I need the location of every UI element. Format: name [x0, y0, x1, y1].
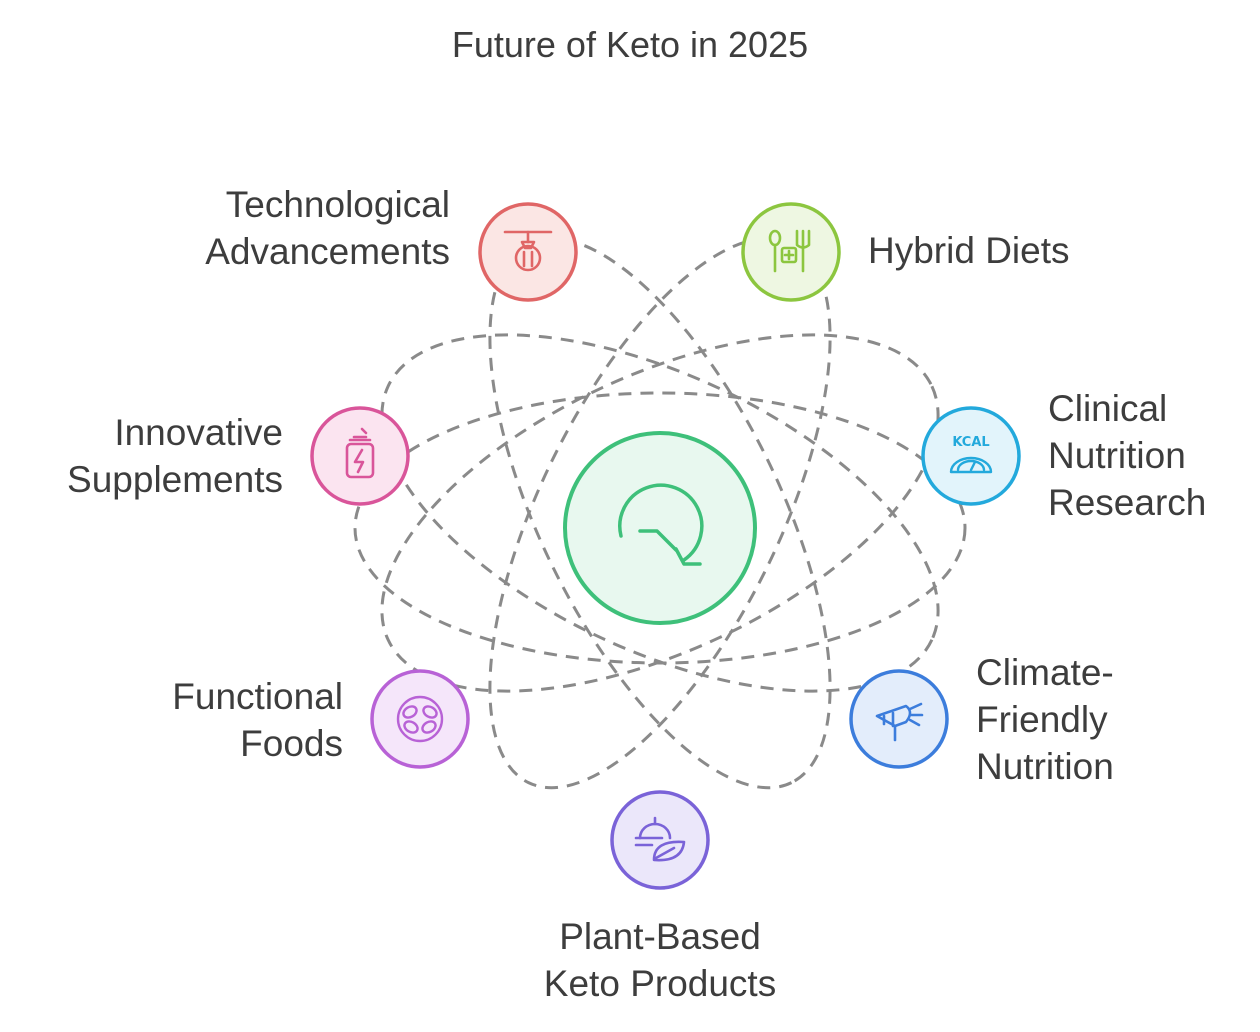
- label-hybrid-diets: Hybrid Diets: [868, 230, 1070, 271]
- leaf-cloche-icon: [634, 816, 686, 862]
- label-climate-friendly-nutrition: Climate- Friendly Nutrition: [976, 652, 1114, 787]
- center-hub: [563, 431, 757, 625]
- node-hybrid-diets: [741, 202, 841, 302]
- fork-spoon-plus-icon: [768, 229, 811, 273]
- beans-bowl-icon: [396, 695, 444, 743]
- node-plant-based-keto-products: [610, 790, 710, 890]
- label-clinical-nutrition-research: Clinical Nutrition Research: [1048, 388, 1207, 523]
- energy-drink-icon: [345, 427, 375, 479]
- node-climate-friendly-nutrition: [849, 669, 949, 769]
- label-innovative-supplements: Innovative Supplements: [67, 412, 283, 500]
- node-functional-foods: [370, 669, 470, 769]
- node-clinical-nutrition-research: KCAL: [921, 406, 1021, 506]
- diagram-title: Future of Keto in 2025: [451, 24, 809, 65]
- node-technological-advancements: [478, 202, 578, 302]
- label-plant-based-keto-products: Plant-Based Keto Products: [543, 916, 777, 1004]
- carrot-icon: [875, 702, 924, 742]
- label-technological-advancements: Technological Advancements: [205, 184, 450, 272]
- node-innovative-supplements: [310, 406, 410, 506]
- kcal-scale-icon: KCAL: [949, 435, 993, 474]
- food-printer-icon: [503, 230, 553, 272]
- svg-text:KCAL: KCAL: [952, 435, 989, 450]
- orbit-ellipse: [380, 333, 940, 693]
- label-functional-foods: Functional Foods: [172, 676, 343, 764]
- refresh-cycle-icon: [618, 483, 704, 566]
- orbit-ellipse: [380, 333, 940, 693]
